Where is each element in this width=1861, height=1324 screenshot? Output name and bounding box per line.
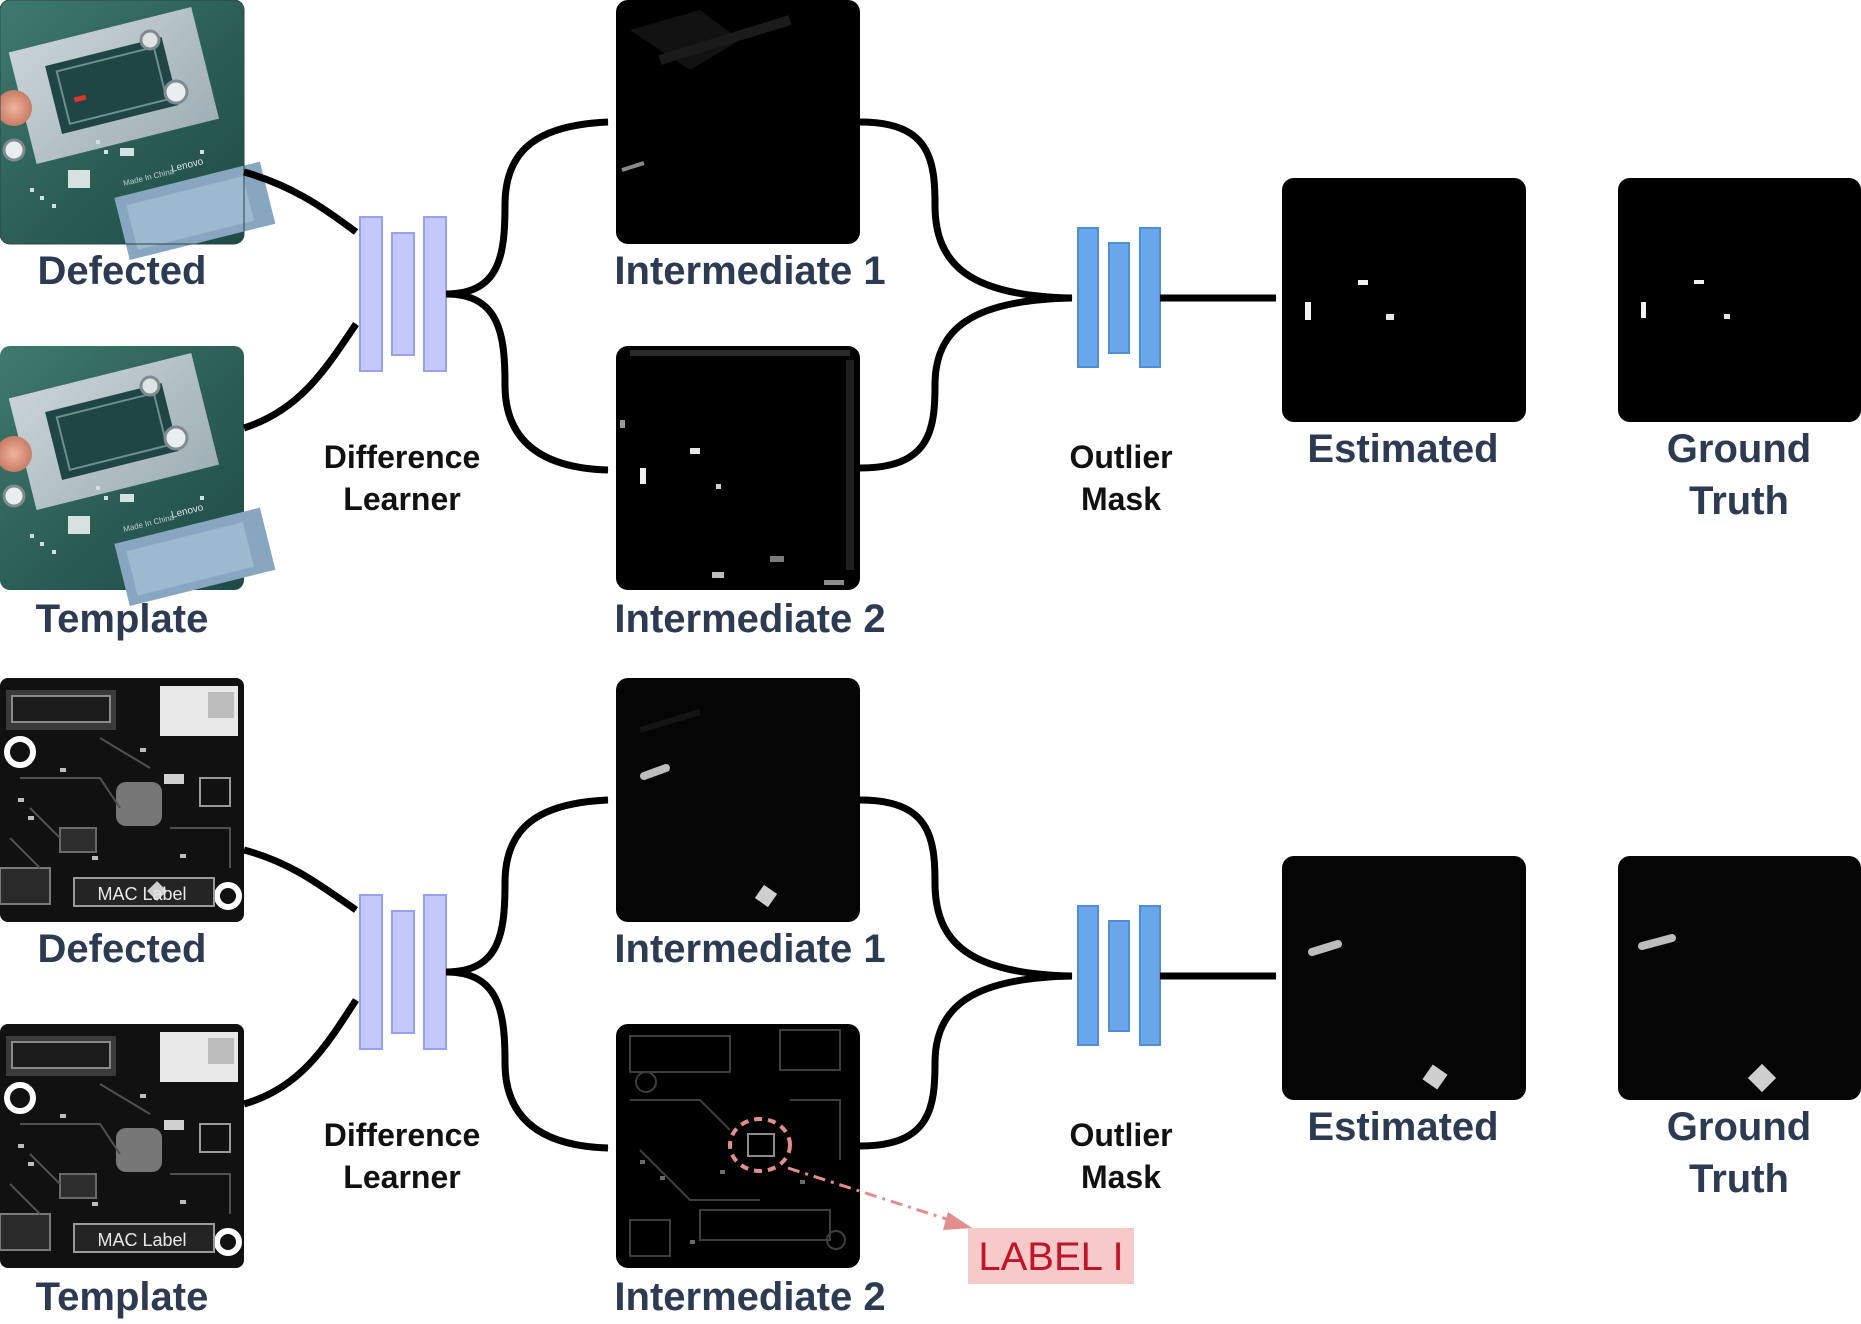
arrow-learner-to-intermediate-1 [445,118,609,298]
outlier-mask-block [1077,227,1161,368]
estimated-image [1282,178,1526,422]
arrow-defected-to-learner [243,846,358,913]
defected-image: Lenovo Made In China [0,0,276,260]
arrow-intermediate-2-to-mask [859,972,1073,1150]
defected-image: MAC Label [0,678,244,922]
arrow-defected-to-learner [243,168,359,235]
arrow-intermediate-2-to-mask [859,294,1073,472]
difference-learner-block [359,894,447,1050]
intermediate-1-label: Intermediate 1 [614,249,885,293]
intermediate-1-image [616,0,860,244]
template-image: Lenovo Made In China [0,346,276,606]
callout-arrowhead [943,1212,972,1230]
difference-learner-label-1: Difference [324,439,481,475]
outlier-mask-label-2: Mask [1081,481,1161,517]
ground-truth-image [1618,178,1861,422]
ground-truth-label-1: Ground [1667,1105,1811,1149]
difference-learner-label-2: Learner [343,481,460,517]
arrow-intermediate-1-to-mask [859,118,1073,302]
template-image: MAC Label [0,1024,244,1268]
difference-learner-label-1: Difference [324,1117,481,1153]
outlier-mask-label-2: Mask [1081,1159,1161,1195]
outlier-mask-label-1: Outlier [1069,439,1172,475]
callout-box [968,1228,1134,1284]
arrow-template-to-learner [243,998,359,1108]
intermediate-1-image [616,678,860,922]
arrow-learner-to-intermediate-2 [445,290,609,474]
row-1: Lenovo Made In China Defected Lenovo [0,0,1861,641]
arrow-template-to-learner [242,322,359,432]
intermediate-2-image [616,1024,860,1268]
difference-learner-block [359,216,447,372]
intermediate-2-image [616,346,860,590]
intermediate-2-label: Intermediate 2 [614,597,885,641]
difference-learner-label-2: Learner [343,1159,460,1195]
defected-label: Defected [38,249,207,293]
template-label: Template [36,1275,209,1319]
intermediate-1-label: Intermediate 1 [614,927,885,971]
template-label: Template [36,597,209,641]
mac-label-text: MAC Label [97,1230,186,1250]
callout-circle [728,1117,792,1173]
callout-line [787,1166,969,1228]
ground-truth-label-2: Truth [1689,479,1789,523]
defected-label: Defected [38,927,207,971]
intermediate-2-label: Intermediate 2 [614,1275,885,1319]
estimated-label: Estimated [1307,427,1498,471]
arrow-intermediate-1-to-mask [859,796,1073,980]
mac-label-text: MAC Label [97,884,186,904]
ground-truth-image [1618,856,1861,1100]
estimated-image [1282,856,1526,1100]
callout-label: LABEL I [978,1235,1123,1279]
row-2: MAC Label Defected [0,678,1861,1319]
estimated-label: Estimated [1307,1105,1498,1149]
ground-truth-label-1: Ground [1667,427,1811,471]
arrow-learner-to-intermediate-2 [445,968,609,1152]
outlier-mask-label-1: Outlier [1069,1117,1172,1153]
outlier-mask-block [1077,905,1161,1046]
arrow-learner-to-intermediate-1 [445,796,609,976]
ground-truth-label-2: Truth [1689,1157,1789,1201]
